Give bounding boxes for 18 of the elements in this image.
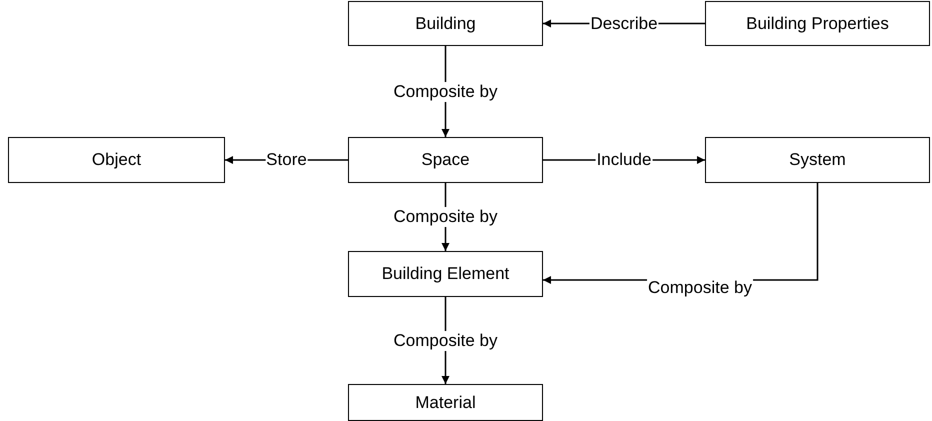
entity-box <box>348 251 543 297</box>
entity-name: Building <box>415 14 476 34</box>
entity-box <box>705 137 930 183</box>
entity-box <box>348 137 543 183</box>
edge-label: Composite by <box>392 207 498 227</box>
entity-name: Building Element <box>382 264 510 284</box>
entity-name: System <box>789 150 846 170</box>
entity-box <box>8 137 225 183</box>
entity-name: Material <box>415 392 476 412</box>
entity-box <box>348 1 543 46</box>
entity-box <box>348 384 543 421</box>
edge-label: Composite by <box>392 82 498 102</box>
entity-name: Object <box>92 150 142 170</box>
entity-name: Space <box>421 150 470 170</box>
edge-label: Composite by <box>647 278 753 298</box>
entity-box <box>705 1 930 46</box>
entity-name: Building Properties <box>746 14 889 34</box>
edge-label: Composite by <box>392 330 498 350</box>
